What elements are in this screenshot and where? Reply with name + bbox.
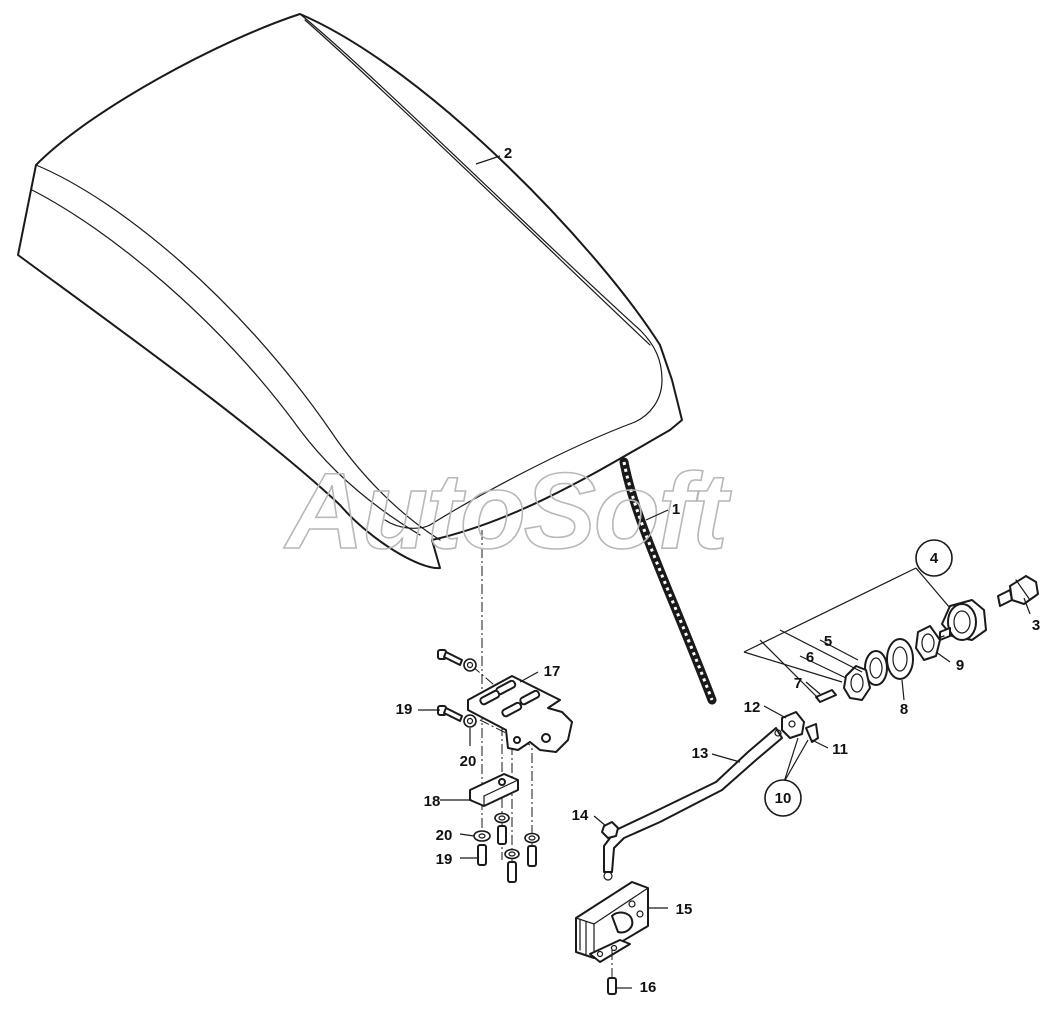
bracket-upper (467, 675, 573, 753)
latch (575, 881, 649, 963)
callout-2: 2 (504, 145, 512, 162)
callout-10: 10 (775, 790, 792, 807)
hood-cover (17, 13, 683, 570)
callout-9: 9 (956, 657, 964, 674)
key (997, 575, 1039, 607)
seal-strip (619, 457, 717, 705)
pin (815, 689, 837, 703)
bracket-lower (469, 773, 519, 807)
lock-cylinder (931, 599, 987, 641)
callout-11: 11 (832, 741, 848, 758)
callout-5: 5 (824, 633, 832, 650)
callout-19-lower: 19 (436, 851, 453, 868)
linkage-rod (603, 727, 783, 881)
callout-20-upper: 20 (460, 753, 477, 770)
callout-18: 18 (424, 793, 441, 810)
lock-leaders (743, 567, 951, 699)
callout-8: 8 (900, 701, 908, 718)
callout-15: 15 (676, 901, 693, 918)
callout-16: 16 (640, 979, 657, 996)
callout-7: 7 (794, 675, 802, 692)
callout-20-lower: 20 (436, 827, 453, 844)
ring-outer (886, 638, 914, 680)
callout-circle-4 (915, 539, 953, 577)
bolt-upper (437, 649, 477, 672)
callout-3: 3 (1032, 617, 1040, 634)
callout-leaders (418, 155, 1031, 989)
gasket (915, 625, 941, 661)
callout-4: 4 (930, 550, 939, 567)
callout-1: 1 (672, 501, 680, 518)
callout-6: 6 (806, 649, 814, 666)
callout-labels: 2 1 4 3 5 6 7 9 8 12 11 13 10 14 15 16 1… (396, 145, 1041, 996)
watermark-text: AutoSoft (283, 450, 732, 571)
callout-19-upper: 19 (396, 701, 413, 718)
callout-17: 17 (544, 663, 561, 680)
fasteners (437, 649, 540, 883)
bolt-middle (437, 705, 477, 728)
ring-inner (864, 650, 888, 686)
callout-14: 14 (572, 807, 589, 824)
clip (781, 711, 819, 743)
callout-12: 12 (744, 699, 761, 716)
callout-13: 13 (692, 745, 709, 762)
callout-circle-10 (764, 779, 802, 817)
hex-nut (843, 665, 871, 701)
latch-bolt (607, 950, 617, 995)
